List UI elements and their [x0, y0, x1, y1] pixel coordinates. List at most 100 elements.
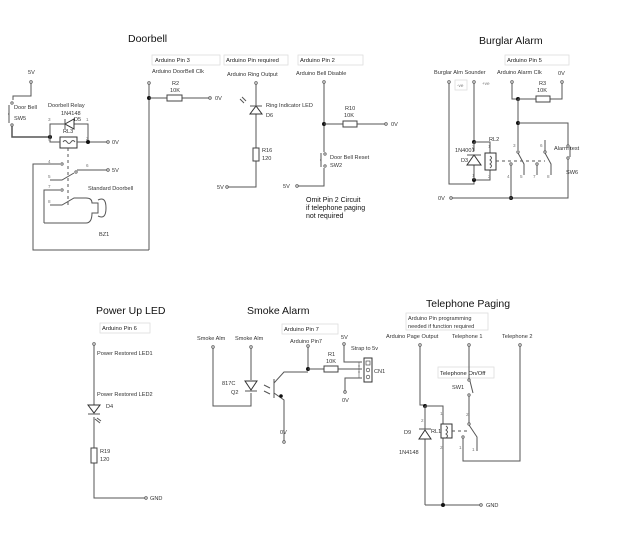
arduino-pin7-text: Arduino Pin 7 — [284, 327, 319, 333]
telephone-1-pin[interactable] — [467, 343, 471, 347]
resistor-r10 — [342, 120, 358, 128]
telephone-2-label: Telephone 2 — [502, 334, 532, 340]
relay-contact — [74, 170, 78, 174]
wire — [297, 83, 325, 187]
telephone-diode-ref: D9 — [404, 430, 411, 436]
arduino-pin7-pin[interactable] — [306, 344, 310, 348]
arduino-pin3-text: Arduino Pin 3 — [155, 58, 190, 64]
reset-switch-name: Door Bell Reset — [330, 155, 370, 161]
pin-label: 8 — [547, 174, 550, 179]
resistor-r3 — [535, 95, 551, 103]
r1-value: 10K — [326, 359, 336, 365]
r1-ref: R1 — [328, 352, 335, 358]
smoke-alm-pin-1[interactable] — [211, 345, 215, 349]
r16-ref: R16 — [262, 148, 272, 154]
wire — [419, 346, 425, 406]
doorbell-5v-pin — [29, 80, 33, 84]
telephone-2-pin[interactable] — [518, 343, 522, 347]
ring-led-name: Ring Indicator LED — [266, 103, 313, 109]
omit-note-line: Omit Pin 2 Circuit — [306, 197, 361, 204]
smoke-side-0v-label: 0V — [342, 398, 349, 404]
alarm-clk-pin[interactable] — [510, 80, 514, 84]
burglar-relay-coil-rl2 — [484, 152, 497, 171]
r19-value: 120 — [100, 457, 109, 463]
burglar-top-0v: 0V — [558, 71, 565, 77]
r16-value: 120 — [262, 156, 271, 162]
relay-contact — [461, 435, 465, 439]
telephone-onoff-switch-sw1[interactable] — [467, 378, 474, 397]
wire — [32, 248, 149, 251]
junction — [441, 503, 445, 507]
pin-label: 2 — [472, 144, 475, 149]
door-bell-reset-switch-sw2[interactable] — [320, 152, 327, 168]
wire — [43, 189, 60, 223]
r3-value: 10K — [537, 88, 547, 94]
telephone-relay-coil-rl1 — [440, 423, 453, 439]
relay-pin-label: 3 — [48, 117, 51, 122]
power-led-d4 — [87, 404, 102, 424]
relay-contact — [543, 150, 547, 154]
pin-label: 2 — [488, 174, 491, 179]
arduino-pin5-text: Arduino Pin 5 — [507, 58, 542, 64]
telephone-gnd-label: GND — [486, 503, 498, 509]
doorbell-title: Doorbell — [128, 33, 167, 45]
telephone-1-label: Telephone 1 — [452, 334, 482, 340]
header-cn1[interactable] — [358, 357, 373, 383]
wire — [11, 126, 50, 138]
smoke-side-0v-pin — [343, 390, 347, 394]
junction — [279, 394, 283, 398]
pin-label: 7 — [533, 174, 536, 179]
r10-0v-label: 0V — [391, 122, 398, 128]
header-ref: CN1 — [374, 369, 385, 375]
resistor-r1 — [323, 365, 339, 373]
power-led-pin[interactable] — [92, 342, 96, 346]
ring-led-ref: D6 — [266, 113, 273, 119]
telephone-diode-d9 — [418, 406, 432, 505]
telephone-onoff-box — [437, 366, 495, 379]
smoke-alm-pin-2[interactable] — [249, 345, 253, 349]
r2-ref: R2 — [172, 81, 179, 87]
arduino-pin2-box — [297, 54, 364, 66]
pin-label: 2 — [421, 418, 424, 423]
doorbell-buzzer-ref: BZ1 — [99, 232, 109, 238]
doorbell-section: Doorbell 5V Door Bell SW5 Doorbell Relay… — [8, 33, 398, 251]
bell-disable-pin[interactable] — [322, 80, 326, 84]
doorbell-relay-coil — [59, 136, 78, 149]
page-output-label: Arduino Page Output — [386, 334, 439, 340]
power-led-ref: D4 — [106, 404, 113, 410]
wire — [49, 123, 89, 142]
relay-contact-arm — [50, 172, 75, 181]
doorbell-buzzer-name: Standard Doorbell — [88, 186, 133, 192]
ring-5v-pin — [225, 185, 229, 189]
wire — [518, 83, 563, 100]
wire — [343, 345, 362, 391]
ring-output-pin[interactable] — [254, 81, 258, 85]
arduino-pin6-text: Arduino Pin 6 — [102, 326, 137, 332]
powerup-title: Power Up LED — [96, 305, 166, 317]
telephone-diode-part: 1N4148 — [399, 450, 419, 456]
doorbell-switch-sw5[interactable] — [8, 101, 14, 127]
burglar-diode-ref: D3 — [461, 158, 468, 164]
r19-ref: R19 — [100, 449, 110, 455]
r2-0v-label: 0V — [215, 96, 222, 102]
relay-contact — [60, 162, 64, 166]
arduino-bell-disable-label: Arduino Bell Disable — [296, 71, 346, 77]
doorbell-5v-out-label: 5V — [112, 168, 119, 174]
burglar-0v-label: 0V — [438, 196, 445, 202]
arduino-pin7-box — [281, 323, 339, 335]
wire — [425, 405, 444, 505]
alarm-test-switch-sw6[interactable] — [566, 144, 571, 160]
sounder-pos-pin[interactable] — [472, 80, 476, 84]
reset-5v-pin — [295, 184, 299, 188]
wire — [227, 84, 257, 188]
programming-note-line: needed if function required — [408, 324, 474, 330]
sounder-neg-pin[interactable] — [447, 80, 451, 84]
doorbell-clk-pin[interactable] — [147, 81, 151, 85]
burglar-sounder-label: Burglar Alm Sounder — [434, 70, 486, 76]
arduino-pin5-box — [504, 54, 570, 66]
relay-pin-label: 8 — [48, 199, 51, 204]
telephone-paging-section: Telephone Paging Arduino Pin programming… — [386, 298, 532, 509]
telephone-gnd-pin — [479, 503, 483, 507]
r2-0v-pin — [208, 96, 212, 100]
page-output-pin[interactable] — [418, 343, 422, 347]
